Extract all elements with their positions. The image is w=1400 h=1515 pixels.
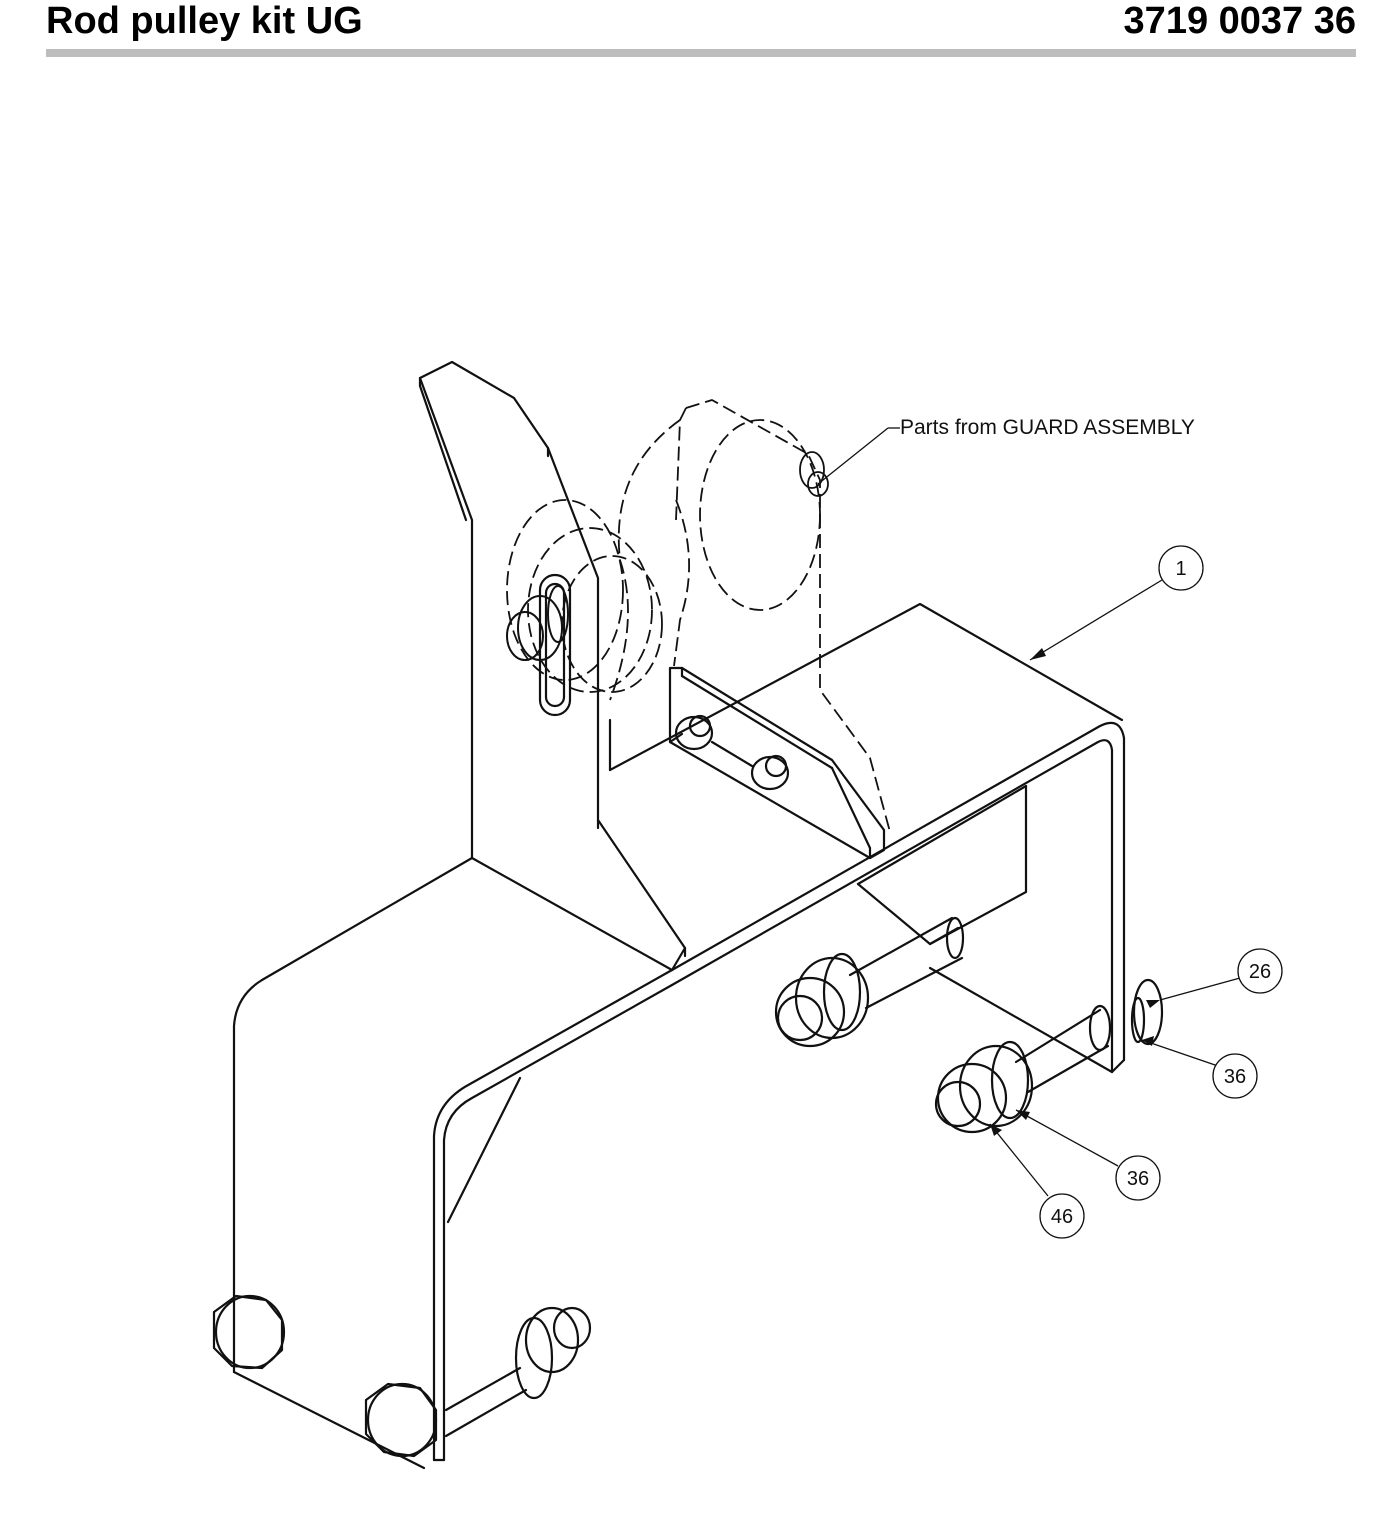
bolt-bottom-left xyxy=(212,1294,592,1458)
callout-1: 1 xyxy=(1175,558,1186,580)
main-bracket xyxy=(232,602,1126,1470)
leader-lines xyxy=(817,427,1241,1197)
pulley-nut xyxy=(506,585,569,661)
callout-36-upper: 36 xyxy=(1224,1066,1246,1088)
page-title: Rod pulley kit UG xyxy=(46,0,363,42)
callout-balloons xyxy=(1039,545,1283,1239)
callout-36-lower: 36 xyxy=(1127,1168,1149,1190)
mounting-plate xyxy=(668,666,886,860)
header-divider xyxy=(46,49,1356,57)
guard-bolt xyxy=(799,451,829,497)
callout-46: 46 xyxy=(1051,1206,1073,1228)
bolt-upper-right xyxy=(774,916,965,1048)
guard-assembly-phantom xyxy=(506,399,891,833)
bolt-lower-right xyxy=(934,978,1164,1134)
callout-26: 26 xyxy=(1249,961,1271,983)
guard-assembly-note: Parts from GUARD ASSEMBLY xyxy=(900,416,1195,439)
page-header: Rod pulley kit UG 3719 0037 36 xyxy=(46,0,1356,58)
leader-arrowheads xyxy=(990,648,1160,1136)
part-number: 3719 0037 36 xyxy=(1123,0,1356,42)
